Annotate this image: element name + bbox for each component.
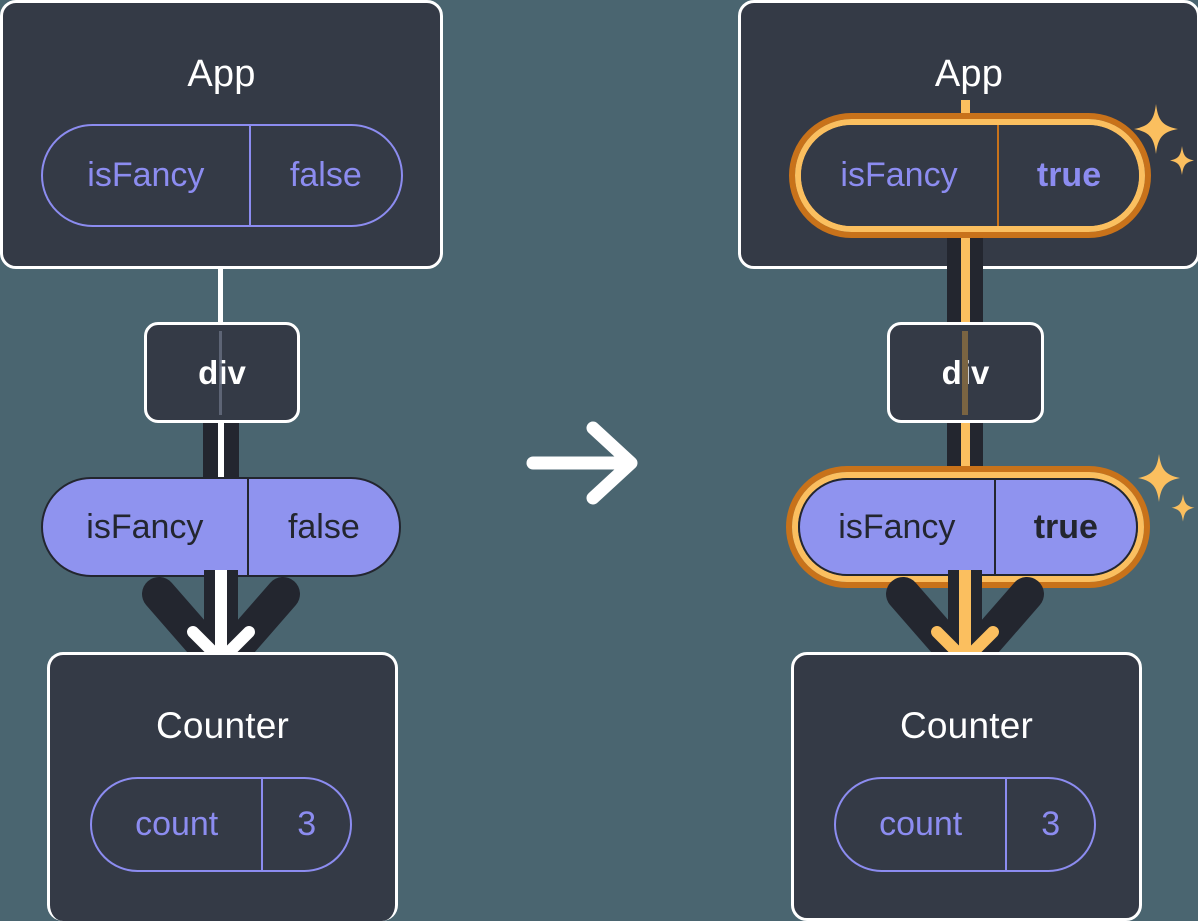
- before-counter-state-pill: count 3: [90, 777, 352, 872]
- after-counter-state-pill: count 3: [834, 777, 1096, 872]
- before-app-state-pill: isFancy false: [41, 124, 403, 227]
- before-counter-state-value: 3: [261, 779, 350, 870]
- after-props-sparkles-icon: [1138, 454, 1195, 522]
- before-app-state-key: isFancy: [87, 156, 205, 194]
- after-app-state-key: isFancy: [840, 156, 958, 194]
- after-counter-title: Counter: [899, 705, 1034, 746]
- after-app-state-value: true: [997, 125, 1139, 226]
- after-counter-state-value: 3: [1005, 779, 1094, 870]
- before-div-passthrough-line: [219, 331, 222, 415]
- before-app-title: App: [187, 53, 256, 95]
- before-props-value: false: [246, 479, 399, 575]
- after-app-state-pill: isFancy true: [801, 125, 1139, 226]
- after-props-key: isFancy: [838, 507, 956, 546]
- before-counter-state-key: count: [135, 805, 219, 843]
- before-props-pill: isFancy false: [41, 477, 401, 577]
- after-counter-state-key: count: [879, 805, 963, 843]
- before-div-box: div: [144, 322, 300, 423]
- before-connector-app-to-div: [218, 269, 223, 325]
- after-app-title: App: [934, 53, 1004, 95]
- before-connector-div-to-props-core: [218, 423, 224, 485]
- after-connector-div-to-props-core: [961, 423, 970, 485]
- before-counter-title: Counter: [155, 705, 290, 746]
- after-div-passthrough-line: [962, 331, 968, 415]
- after-props-value: true: [993, 480, 1136, 574]
- before-div-label: div: [198, 353, 246, 391]
- after-props-pill: isFancy true: [798, 478, 1138, 576]
- before-props-key: isFancy: [86, 507, 204, 546]
- after-app-sparkles-icon: [1134, 104, 1194, 175]
- transition-arrow-icon: [526, 421, 638, 505]
- before-app-state-value: false: [248, 126, 401, 225]
